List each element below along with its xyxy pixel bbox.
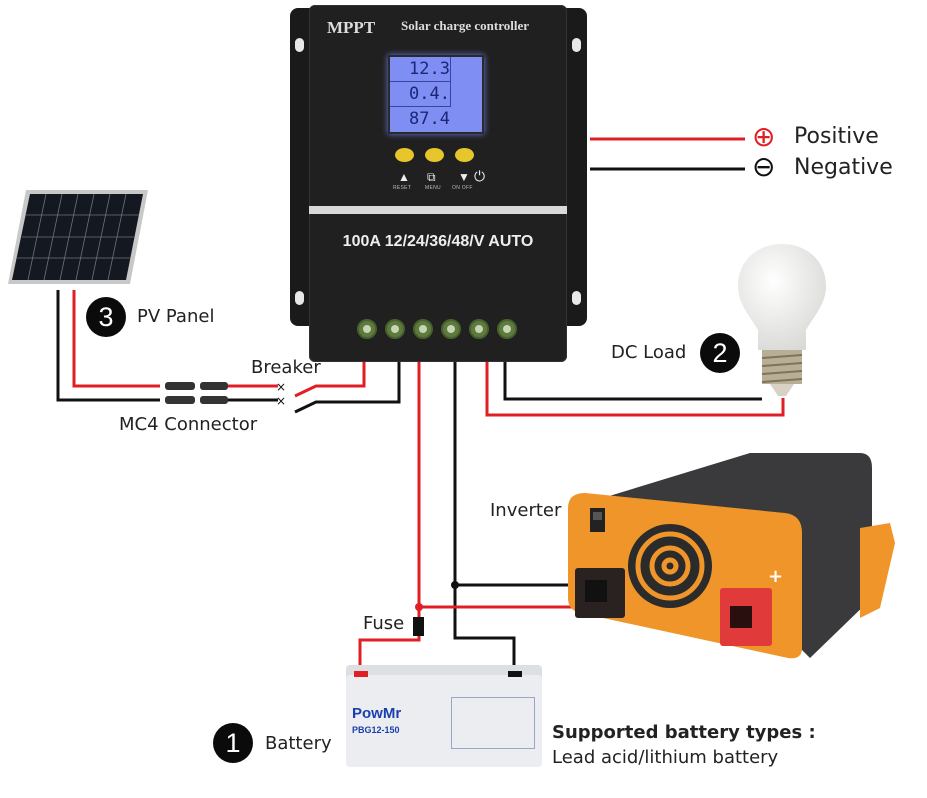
inverter-label: Inverter <box>490 500 562 521</box>
breaker-label: Breaker <box>251 357 321 378</box>
inverter-icon: + <box>568 453 895 659</box>
down-arrow-icon: ▼ <box>458 170 470 184</box>
terminal-pv-negative <box>385 319 405 339</box>
legend-positive-label: Positive <box>794 124 879 149</box>
lcd-percent: 87.4 <box>409 109 450 129</box>
dc-load-number-badge: 2 <box>700 333 740 373</box>
menu-icon: ⧉ <box>427 170 436 184</box>
controller-subtitle: Solar charge controller <box>401 18 530 33</box>
power-icon: ⏻ <box>474 168 486 184</box>
mc4-connector-label: MC4 Connector <box>119 414 258 435</box>
lcd-current: 0.4. <box>390 82 450 107</box>
mc4-connector-icon <box>165 382 228 404</box>
terminal-load-negative <box>497 319 517 339</box>
on-off-button[interactable] <box>455 148 474 162</box>
fuse-icon <box>413 617 424 636</box>
battery-icon: PowMr PBG12-150 <box>346 665 542 767</box>
pv-panel-number-badge: 3 <box>86 297 126 337</box>
load-positive-wire <box>485 362 785 417</box>
breaker-positive-wire <box>294 362 366 398</box>
charge-controller: MPPT Solar charge controller 12.3 0.4. 8… <box>309 5 567 362</box>
mount-hole-icon <box>572 291 581 305</box>
svg-text:×: × <box>276 394 286 408</box>
pv-positive-wire <box>72 290 160 388</box>
lcd-voltage: 12.3 <box>390 57 450 82</box>
load-negative-wire <box>503 362 762 401</box>
lcd-status-panel <box>450 57 483 107</box>
svg-text:×: × <box>276 380 286 394</box>
legend-negative-symbol: ⊖ <box>752 150 776 183</box>
mount-hole-icon <box>295 291 304 305</box>
controller-model: 100A 12/24/36/48/V AUTO <box>342 233 534 250</box>
battery-positive-post <box>354 671 368 677</box>
terminal-battery-positive <box>413 319 433 339</box>
terminal-pv-positive <box>357 319 377 339</box>
solar-panel-icon <box>8 190 148 284</box>
battery-spec-table <box>451 697 535 749</box>
battery-negative-post <box>508 671 522 677</box>
controller-brand: MPPT <box>327 18 376 37</box>
battery-number-badge: 1 <box>213 723 253 763</box>
dc-load-label: DC Load <box>611 342 687 363</box>
reset-button[interactable] <box>395 148 414 162</box>
terminal-load-positive <box>469 319 489 339</box>
battery-label: Battery <box>265 733 332 754</box>
divider-strip <box>309 206 567 214</box>
fuse-label: Fuse <box>363 613 405 634</box>
up-arrow-icon: ▲ <box>398 170 410 184</box>
mount-hole-icon <box>295 38 304 52</box>
terminal-battery-negative <box>441 319 461 339</box>
light-bulb-icon <box>738 244 826 396</box>
menu-button[interactable] <box>425 148 444 162</box>
battery-model: PBG12-150 <box>352 725 400 735</box>
pv-panel-label: PV Panel <box>137 306 215 327</box>
mount-hole-icon <box>572 38 581 52</box>
legend-negative-label: Negative <box>794 155 893 180</box>
legend-positive-symbol: ⊕ <box>752 120 776 153</box>
breaker-negative-wire <box>294 362 401 414</box>
battery-types-heading: Supported battery types : <box>552 722 816 743</box>
svg-text:+: + <box>768 566 783 587</box>
menu-caption: MENU <box>425 185 441 191</box>
battery-types-body: Lead acid/lithium battery <box>552 747 779 768</box>
lcd-display: 12.3 0.4. 87.4 <box>388 55 484 134</box>
battery-brand: PowMr <box>352 705 402 722</box>
on-off-caption: ON OFF <box>452 185 473 191</box>
pv-negative-wire <box>56 290 160 402</box>
battery-negative-wire <box>453 362 516 675</box>
reset-caption: RESET <box>393 185 412 191</box>
